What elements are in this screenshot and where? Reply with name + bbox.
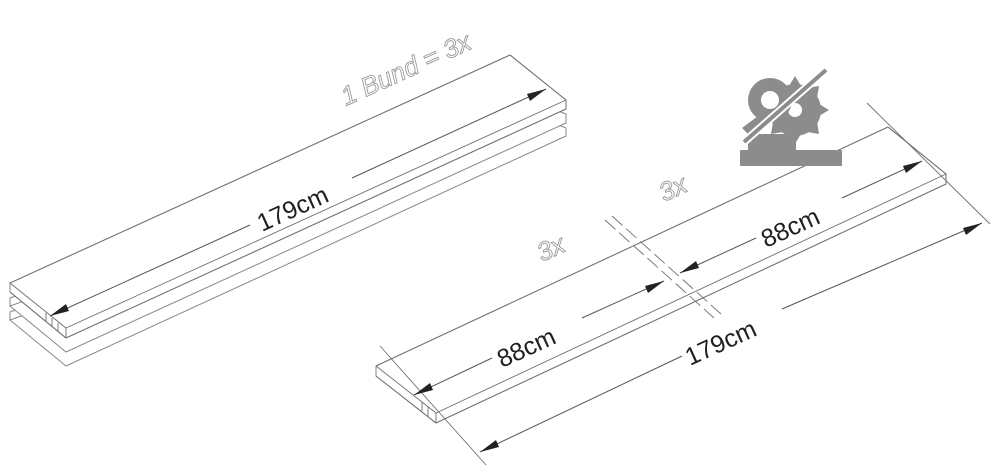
- left-piece-dimension: [413, 280, 665, 396]
- arrowhead-piece2-right: [903, 161, 922, 173]
- arrowhead-piece1-left: [414, 383, 433, 395]
- total-length-dimension: [479, 222, 983, 453]
- arrowhead-right: [527, 89, 546, 101]
- total-length-label: 179cm: [681, 315, 761, 372]
- arrowhead-piece1-right: [645, 281, 664, 293]
- arrowhead-piece2-left: [680, 261, 699, 273]
- cut-line: [604, 215, 722, 319]
- arrowhead-left: [50, 304, 69, 316]
- circular-saw-icon: [740, 66, 842, 166]
- board-bundle: 179cm 1 Bund = 3x: [9, 25, 567, 367]
- arrowhead-total-right: [963, 223, 982, 235]
- right-piece-dimension: [679, 160, 923, 274]
- left-length-dimension: [49, 88, 547, 317]
- arrowhead-total-left: [480, 440, 499, 452]
- board-top: [9, 54, 567, 339]
- left-piece-count: 3x: [532, 228, 570, 267]
- right-piece-count: 3x: [654, 168, 692, 207]
